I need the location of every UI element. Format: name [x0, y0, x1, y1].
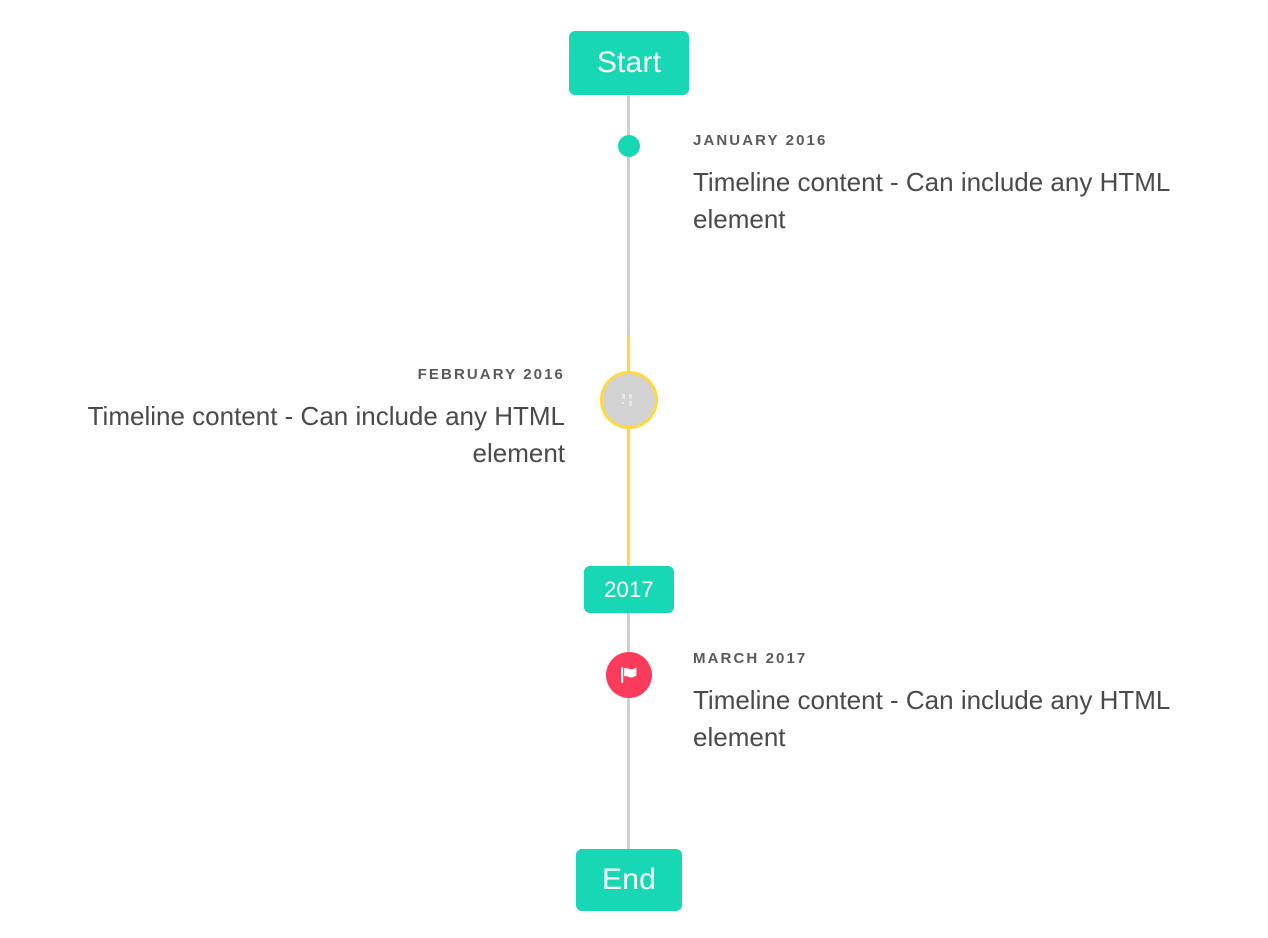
flag-icon — [618, 664, 640, 686]
broken-image-icon — [620, 392, 638, 408]
timeline-start-badge[interactable]: Start — [569, 31, 689, 95]
timeline-entry-date-january: JANUARY 2016 — [693, 132, 828, 149]
timeline-marker-circle-march[interactable] — [606, 652, 652, 698]
timeline-line-segment-gray-bottom — [627, 612, 630, 849]
timeline-entry-january: JANUARY 2016 Timeline content - Can incl… — [693, 132, 1233, 238]
timeline-entry-body-january: Timeline content - Can include any HTML … — [693, 167, 1170, 234]
timeline-end-badge[interactable]: End — [576, 849, 682, 911]
timeline-marker-dot-january[interactable] — [618, 135, 640, 157]
timeline-entry-date-february: FEBRUARY 2016 — [417, 366, 565, 383]
timeline-line-segment-gray-top — [627, 94, 630, 335]
timeline-entry-march: MARCH 2017 Timeline content - Can includ… — [693, 650, 1233, 756]
timeline-entry-february: FEBRUARY 2016 Timeline content - Can inc… — [25, 366, 565, 472]
timeline-entry-body-february: Timeline content - Can include any HTML … — [87, 401, 565, 468]
timeline-entry-date-march: MARCH 2017 — [693, 650, 808, 667]
timeline-year-badge-2017[interactable]: 2017 — [584, 566, 674, 613]
timeline-marker-circle-february[interactable] — [600, 371, 658, 429]
timeline-line-segment-yellow — [627, 335, 630, 566]
timeline-entry-body-march: Timeline content - Can include any HTML … — [693, 685, 1170, 752]
